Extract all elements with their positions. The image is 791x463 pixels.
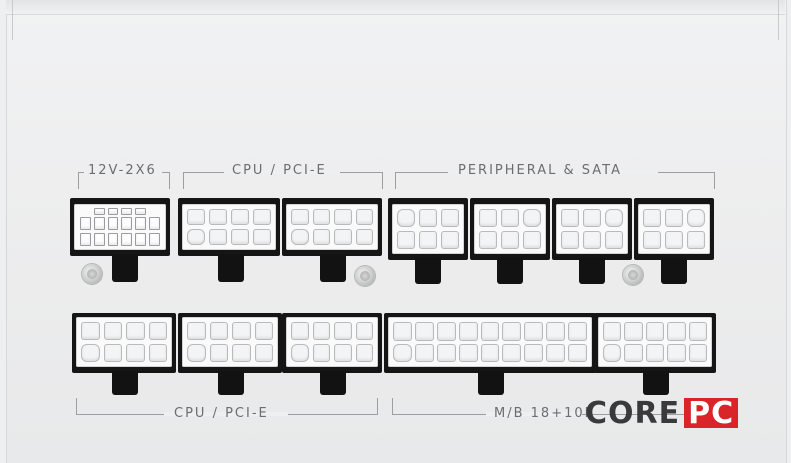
- screw-icon: [623, 265, 643, 285]
- connector-peripheral-2: [474, 204, 546, 254]
- socket-tab: [415, 258, 441, 284]
- connector-peripheral-3: [556, 204, 628, 254]
- label-peripheral-sata: PERIPHERAL & SATA: [458, 163, 622, 178]
- connector-peripheral-1: [392, 204, 464, 254]
- connector-mb-18pin: [388, 317, 592, 367]
- connector-cpu-pcie-2: [286, 204, 378, 250]
- screw-icon: [82, 264, 102, 284]
- connector-mb-10pin: [598, 317, 712, 367]
- panel-edge-right: [778, 0, 779, 40]
- socket-tab: [478, 371, 504, 395]
- socket-tab: [218, 371, 244, 395]
- panel-top-bevel: [6, 0, 785, 15]
- socket-tab: [661, 258, 687, 284]
- socket-tab: [112, 371, 138, 395]
- panel-edge-left: [12, 0, 13, 40]
- label-cpu-pcie-top: CPU / PCI-E: [232, 163, 327, 178]
- socket-tab: [218, 254, 244, 282]
- logo-pc-text: PC: [684, 398, 739, 429]
- label-gap: [164, 412, 288, 416]
- connector-cpu-pcie-5: [286, 317, 378, 367]
- connector-cpu-pcie-3: [76, 317, 172, 367]
- label-mb-18-10p: M/B 18+10P: [494, 406, 595, 421]
- label-cpu-pcie-bottom: CPU / PCI-E: [174, 406, 269, 421]
- label-gap: [84, 170, 162, 174]
- socket-tab: [579, 258, 605, 284]
- label-gap: [224, 170, 340, 174]
- connector-cpu-pcie-1: [182, 204, 276, 250]
- connector-peripheral-4: [638, 204, 710, 254]
- logo-core-text: CORE: [585, 395, 681, 431]
- corepc-logo: CORE PC: [585, 395, 739, 431]
- label-12v-2x6: 12V-2X6: [88, 163, 157, 178]
- label-gap: [448, 170, 658, 174]
- connector-cpu-pcie-4: [182, 317, 278, 367]
- socket-tab: [320, 371, 346, 395]
- label-gap: [486, 412, 582, 416]
- socket-tab: [320, 254, 346, 282]
- socket-tab: [643, 371, 669, 395]
- socket-tab: [112, 254, 138, 282]
- connector-12v-2x6: [74, 204, 166, 250]
- screw-icon: [355, 266, 375, 286]
- socket-tab: [497, 258, 523, 284]
